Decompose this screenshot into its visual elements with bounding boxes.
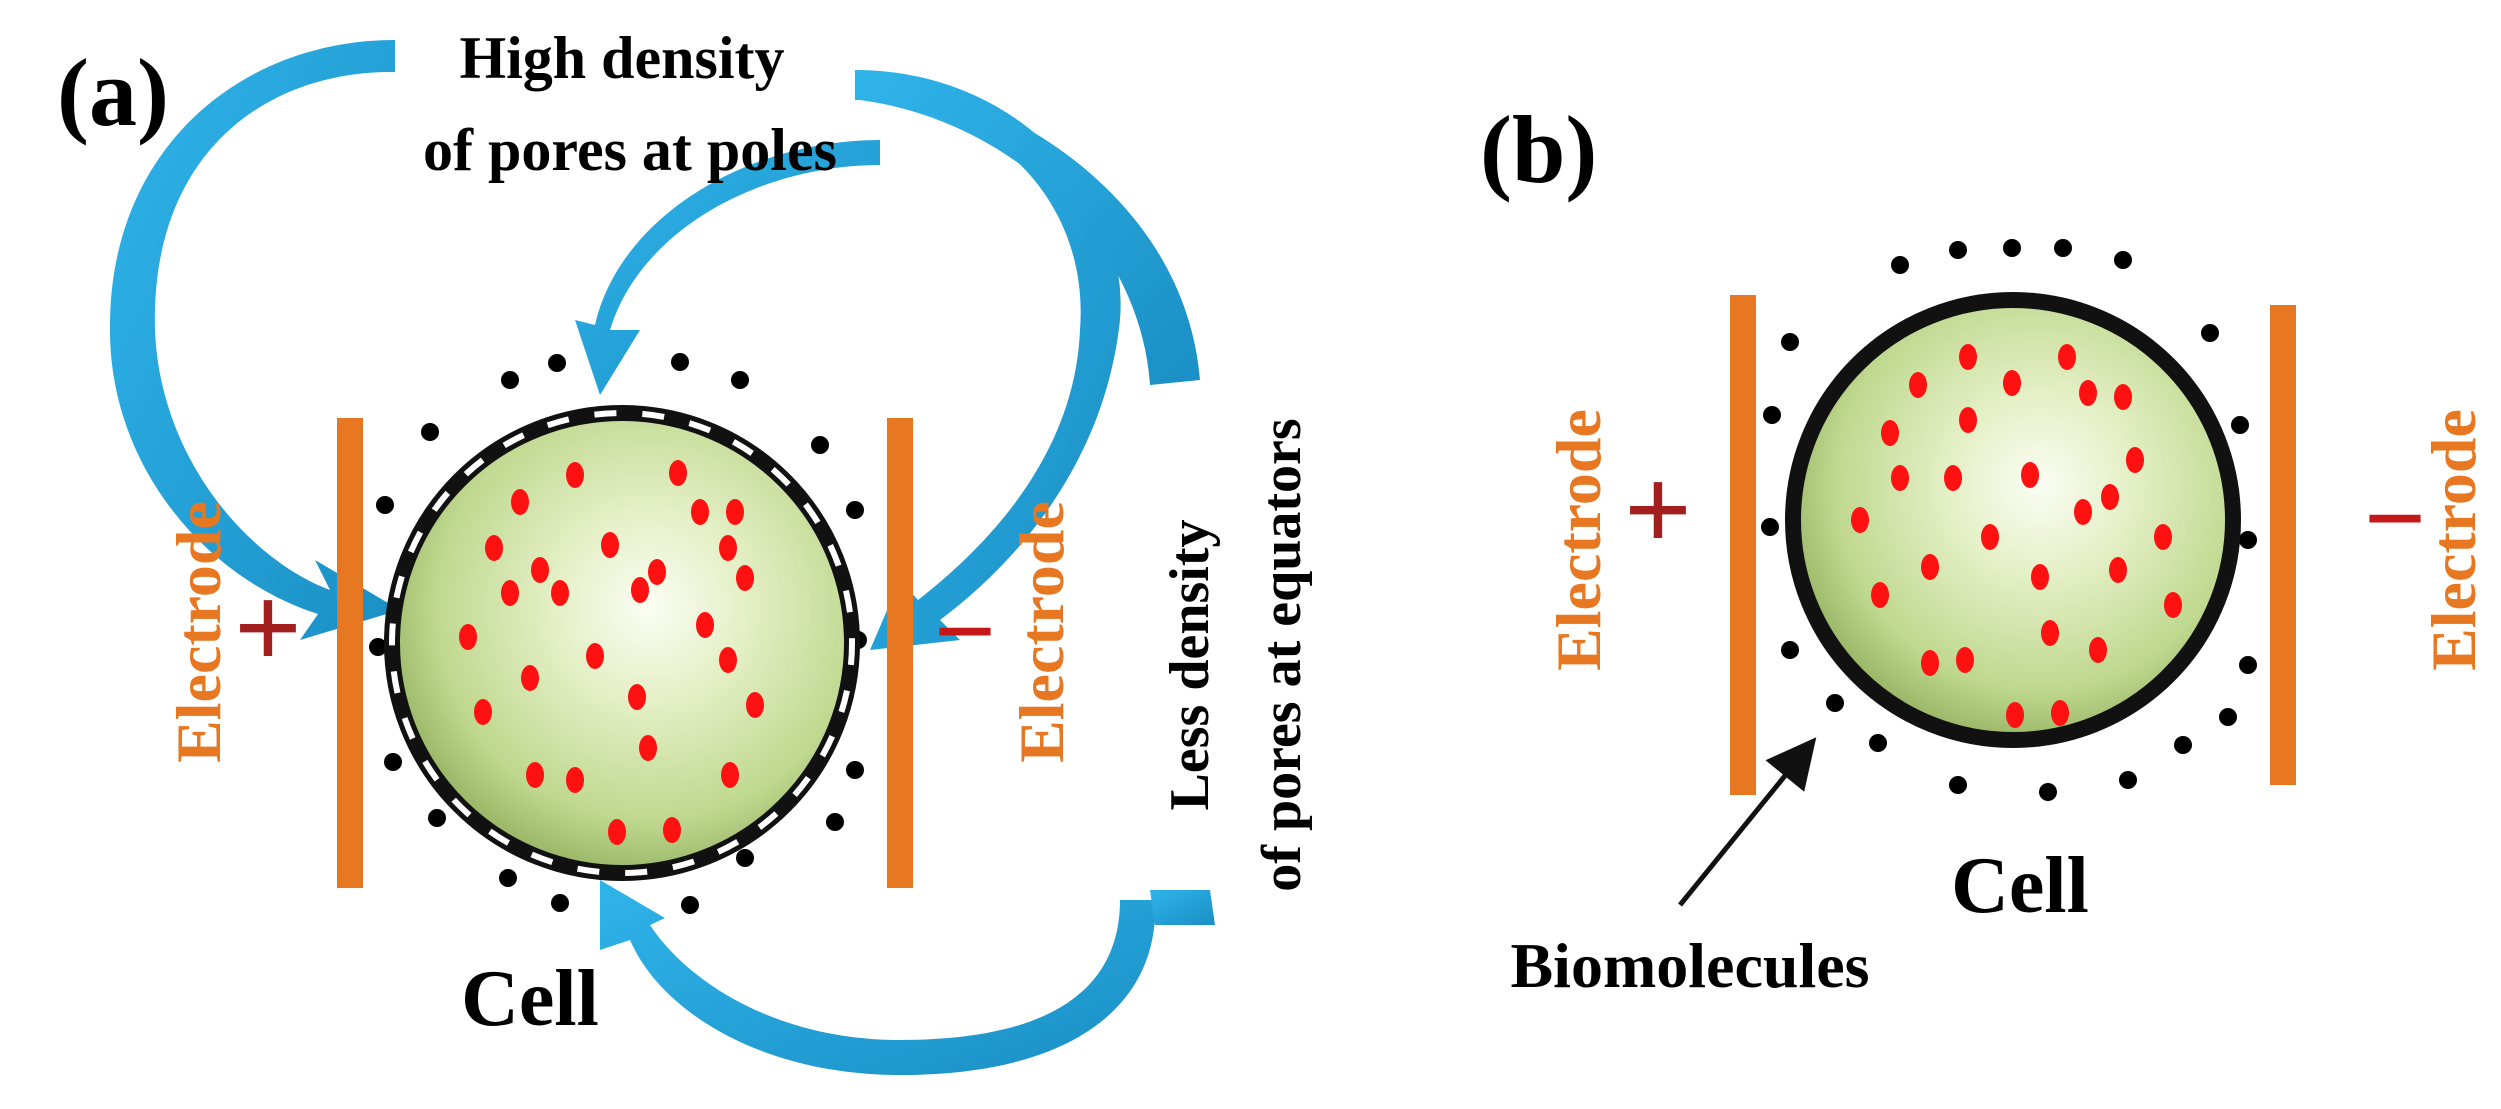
membrane-pores — [389, 410, 855, 876]
electrode-label-left-b: Electrode — [1543, 409, 1614, 671]
right-label-line2: of pores at equators — [1251, 418, 1313, 891]
arrow-top-to-left-pole — [109, 40, 400, 640]
arrow-top-to-top-pole — [575, 140, 880, 395]
electrode-right — [887, 418, 913, 888]
top-label-line2: of pores at poles — [423, 117, 837, 183]
biomolecules-a — [369, 353, 867, 914]
minus-sign-b: − — [2364, 457, 2427, 579]
top-label-line1: High density — [459, 25, 784, 91]
arrow-right-block — [1150, 890, 1215, 925]
electrode-right-b — [2270, 305, 2296, 785]
panel-a-tag: (a) — [57, 39, 169, 146]
cell-label-a: Cell — [461, 955, 599, 1043]
pointer-label-b: Biomolecules — [1510, 930, 1869, 1001]
electrode-label-left-a: Electrode — [163, 501, 234, 763]
minus-sign-a: − — [934, 570, 997, 692]
panel-a: (a) High density of pores at poles Less … — [57, 25, 1313, 1075]
cell-b — [1785, 292, 2241, 748]
cell-a — [384, 405, 860, 881]
panel-b-tag: (b) — [1480, 96, 1597, 203]
electrode-left — [337, 418, 363, 888]
panel-b: (b) Electrode Electrode + − Cell Biomole… — [1480, 96, 2489, 1001]
biomolecules-pointer — [1678, 737, 1817, 907]
electrode-label-right-b: Electrode — [2418, 409, 2489, 671]
arrow-right-to-bottom-pole — [600, 880, 1156, 1075]
pore-arrows — [109, 40, 1215, 1075]
right-label-line1: Less density — [1159, 520, 1221, 811]
biomolecules-b — [1761, 239, 2257, 801]
plus-sign-b: + — [1624, 443, 1692, 576]
electrode-left-b — [1730, 295, 1756, 795]
arrow-right-swoosh — [860, 72, 1200, 385]
cell-label-b: Cell — [1951, 842, 2089, 930]
plus-sign-a: + — [234, 561, 302, 694]
intracellular-molecules-b — [1851, 344, 2182, 728]
electrode-label-right-a: Electrode — [1006, 501, 1077, 763]
intracellular-molecules-a — [459, 460, 764, 845]
